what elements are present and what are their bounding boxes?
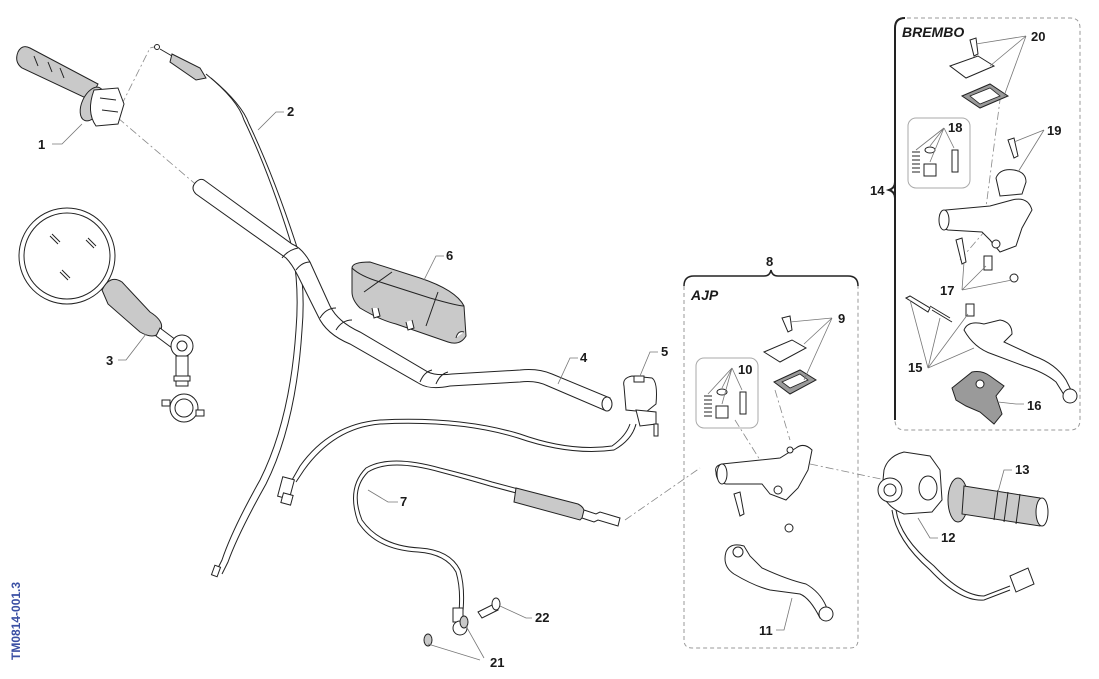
callout-18: 18	[948, 120, 962, 135]
callout-16: 16	[1027, 398, 1041, 413]
ajp-master-cylinder[interactable]	[715, 444, 813, 533]
brembo-master-cylinder[interactable]	[938, 198, 1033, 253]
rear-view-mirror[interactable]	[18, 207, 205, 423]
callout-22: 22	[535, 610, 549, 625]
lever-guard[interactable]	[951, 371, 1005, 425]
callout-21: 21	[490, 655, 504, 670]
handlebar-switch[interactable]	[277, 375, 659, 506]
brembo-reservoir-cover-kit[interactable]	[948, 37, 1010, 109]
brembo-brace: 14	[870, 100, 896, 280]
ajp-group-box: 8 AJP	[683, 254, 859, 649]
callout-12: 12	[941, 530, 955, 545]
callout-7: 7	[400, 494, 407, 509]
left-switch-assembly[interactable]	[877, 451, 1035, 601]
callout-14: 14	[870, 183, 885, 198]
brembo-clamp[interactable]	[995, 137, 1027, 197]
ajp-piston-kit[interactable]	[695, 357, 759, 429]
callout-2: 2	[287, 104, 294, 119]
brake-hose[interactable]	[353, 460, 621, 636]
ajp-group-title: AJP	[690, 287, 719, 303]
callout-6: 6	[446, 248, 453, 263]
brembo-clamp-hardware[interactable]	[955, 237, 1019, 283]
banjo-bolt[interactable]	[477, 597, 501, 619]
callout-11: 11	[759, 623, 773, 638]
brembo-group-box: BREMBO	[894, 17, 1081, 431]
callout-3: 3	[106, 353, 113, 368]
callout-10: 10	[738, 362, 752, 377]
throttle-cable[interactable]	[154, 44, 304, 578]
callout-8: 8	[766, 254, 773, 269]
callout-19: 19	[1047, 123, 1061, 138]
ajp-brake-lever[interactable]	[724, 544, 834, 622]
handlebar[interactable]	[192, 178, 613, 412]
callout-17: 17	[940, 283, 954, 298]
callout-1: 1	[38, 137, 45, 152]
throttle-grip-assembly[interactable]	[16, 46, 125, 127]
brembo-lever-pivot-kit[interactable]	[904, 295, 1078, 404]
callout-9: 9	[838, 311, 845, 326]
callout-15: 15	[908, 360, 922, 375]
sealing-washers[interactable]	[423, 615, 469, 647]
callout-4: 4	[580, 350, 588, 365]
brembo-group-title: BREMBO	[902, 24, 964, 40]
brembo-piston-kit[interactable]	[907, 117, 971, 189]
ajp-reservoir-cover-kit[interactable]	[762, 315, 817, 395]
reference-code: TM0814-001.3	[9, 582, 23, 660]
handlebar-pad[interactable]	[351, 261, 467, 344]
callout-13: 13	[1015, 462, 1029, 477]
left-grip[interactable]	[947, 477, 1049, 527]
callout-20: 20	[1031, 29, 1045, 44]
callout-5: 5	[661, 344, 668, 359]
